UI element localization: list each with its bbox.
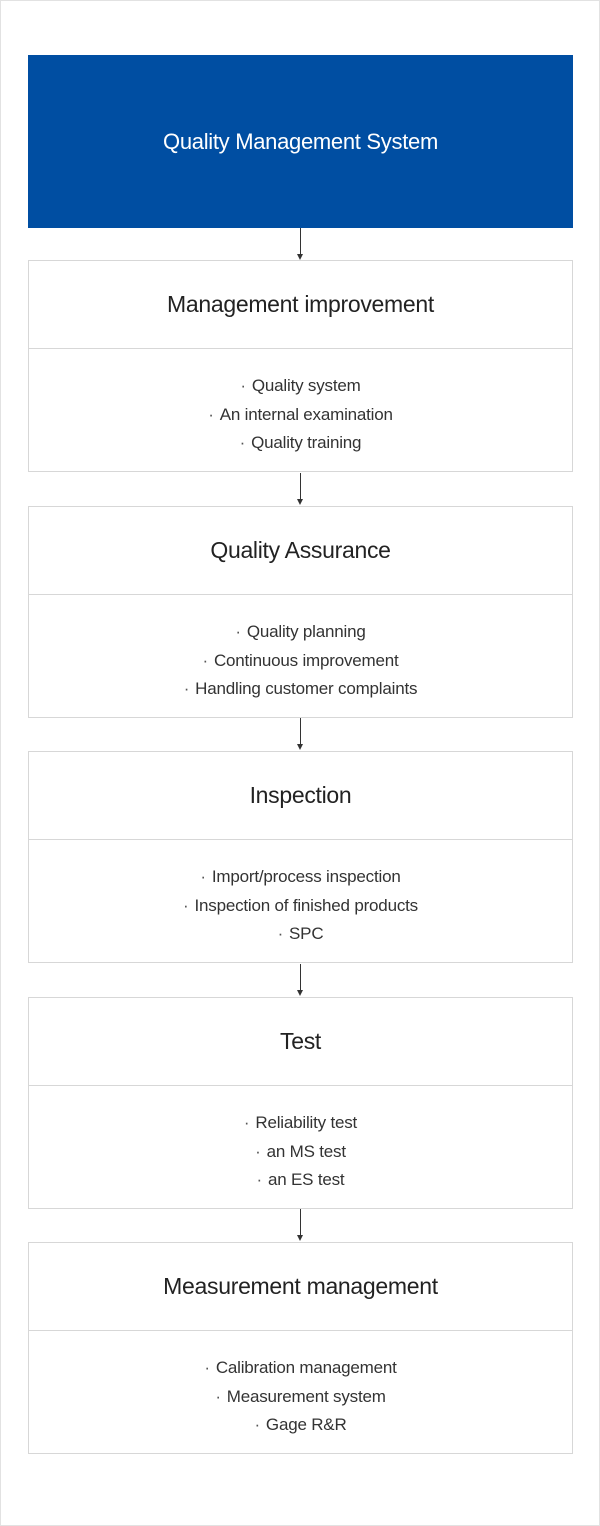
card-item: ·Import/process inspection: [200, 867, 401, 886]
card-title: Management improvement: [29, 261, 572, 349]
card-inspection: Inspection ·Import/process inspection ·I…: [28, 751, 573, 963]
flow-arrow: [297, 718, 303, 750]
card-item: ·SPC: [277, 924, 324, 943]
card-item: ·Calibration management: [204, 1358, 397, 1377]
card-title: Inspection: [29, 752, 572, 840]
card-item-list: ·Reliability test ·an MS test ·an ES tes…: [29, 1086, 572, 1195]
card-item: ·Quality system: [240, 376, 361, 395]
flow-arrow: [297, 473, 303, 505]
card-item: ·an ES test: [256, 1170, 345, 1189]
card-item: ·Quality training: [239, 433, 362, 452]
card-item: ·Measurement system: [215, 1386, 386, 1406]
card-title: Test: [29, 998, 572, 1086]
card-test: Test ·Reliability test ·an MS test ·an E…: [28, 997, 573, 1209]
card-item-list: ·Quality planning ·Continuous improvemen…: [29, 595, 572, 704]
card-title: Measurement management: [29, 1243, 572, 1331]
card-item: ·Inspection of finished products: [183, 895, 418, 915]
flow-arrow: [297, 228, 303, 260]
flow-arrow: [297, 964, 303, 996]
card-measurement-management: Measurement management ·Calibration mana…: [28, 1242, 573, 1454]
card-item: ·Continuous improvement: [202, 650, 399, 670]
card-item: ·An internal examination: [208, 404, 393, 424]
card-management-improvement: Management improvement ·Quality system ·…: [28, 260, 573, 472]
card-item: ·an MS test: [255, 1141, 346, 1161]
card-item: ·Reliability test: [243, 1113, 358, 1132]
card-item-list: ·Import/process inspection ·Inspection o…: [29, 840, 572, 949]
card-item-list: ·Calibration management ·Measurement sys…: [29, 1331, 572, 1440]
card-title: Quality Assurance: [29, 507, 572, 595]
diagram-header: Quality Management System: [28, 55, 573, 228]
card-item: ·Quality planning: [235, 622, 366, 641]
card-item: ·Gage R&R: [254, 1415, 347, 1434]
card-item: ·Handling customer complaints: [183, 679, 418, 698]
card-item-list: ·Quality system ·An internal examination…: [29, 349, 572, 458]
flow-arrow: [297, 1209, 303, 1241]
header-title: Quality Management System: [163, 128, 438, 154]
card-quality-assurance: Quality Assurance ·Quality planning ·Con…: [28, 506, 573, 718]
